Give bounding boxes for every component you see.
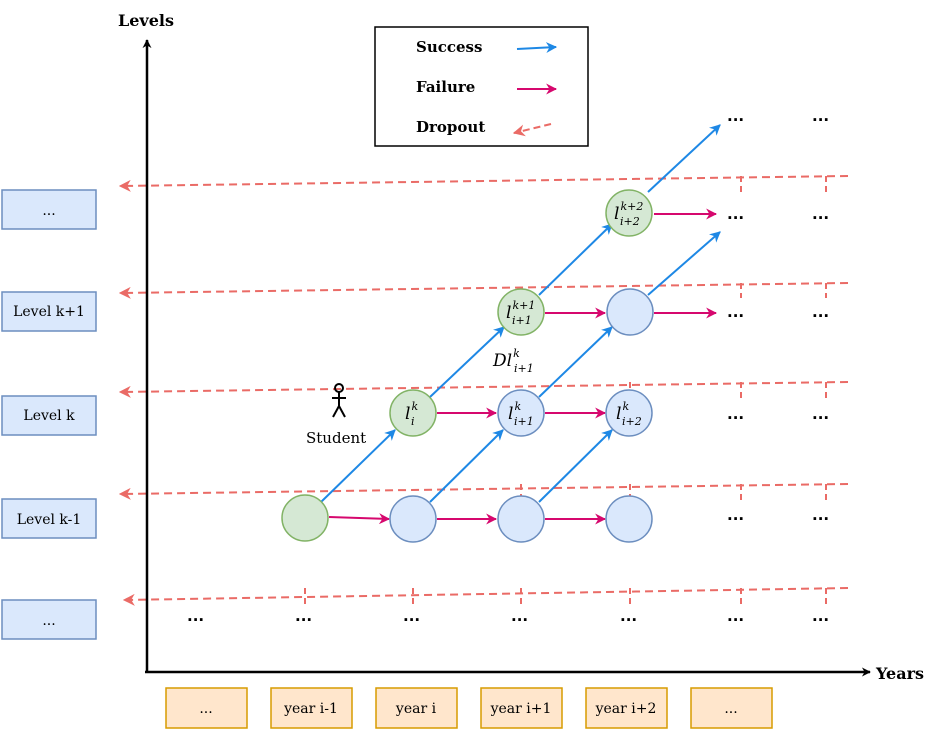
label-dl-i1-k: Dlk i+1 [492,344,534,375]
ellipses: ... ... ... ... ... ... ... ... ... ... … [187,107,829,625]
year-boxes: ... year i-1 year i year i+1 year i+2 ..… [165,687,773,729]
nodes [281,189,654,543]
level-boxes: ... Level k+1 Level k Level k-1 ... [1,189,97,640]
year-box-label: year i+2 [595,701,657,717]
dropout-line [118,175,849,192]
dropout-line [118,483,849,500]
ellipsis: ... [812,405,829,423]
legend-dropout-arrow [512,123,552,137]
label-l-i1-k: lk i+1 [508,397,534,428]
ellipsis: ... [187,607,204,625]
ellipsis: ... [727,607,744,625]
ellipsis: ... [812,607,829,625]
success-arrow [538,223,613,296]
dropout-line [118,381,849,398]
dropout-lines [118,175,849,606]
dropout-line [122,587,849,606]
node-start [281,494,329,542]
success-arrow [429,326,505,398]
label-l-i2-k: lk i+2 [616,397,642,428]
node-l-i1-k [497,389,545,437]
year-box-label: year i [395,701,437,717]
year-box [375,687,458,729]
node-l-i1-k1 [497,288,545,336]
ellipsis: ... [812,506,829,524]
ellipsis: ... [727,303,744,321]
success-arrow [538,326,613,398]
failure-arrow [328,513,391,525]
legend-dropout-label: Dropout [416,118,485,136]
level-box-label: ... [42,613,55,629]
year-box-label: year i-1 [283,701,338,717]
year-box-label: year i+1 [490,701,552,717]
label-l-i-k: lk i [405,397,422,428]
node-level-km1-year-i1 [497,495,545,543]
success-arrow [538,429,613,503]
ellipsis: ... [295,607,312,625]
level-box-label: Level k [23,408,75,424]
year-box [585,687,668,729]
ellipsis: ... [511,607,528,625]
ellipsis: ... [812,107,829,125]
year-box [690,687,773,729]
failure-arrows [328,208,718,525]
ellipsis: ... [812,205,829,223]
legend-success-arrow [516,42,558,53]
level-box-label: Level k+1 [13,304,85,320]
level-box [1,189,97,230]
node-l-i2-k2 [605,189,653,237]
legend: Success Failure Dropout [374,26,589,147]
legend-failure-label: Failure [416,78,475,96]
y-axis-title: Levels [118,11,174,30]
year-box [165,687,248,729]
ellipsis: ... [727,405,744,423]
level-box [1,291,97,332]
level-box [1,599,97,640]
success-arrows [320,124,721,503]
student-label: Student [306,429,366,447]
legend-success-label: Success [416,38,482,56]
ellipsis: ... [727,107,744,125]
node-level-km1-year-i2 [605,495,653,543]
ellipsis: ... [812,303,829,321]
level-box-label: Level k-1 [17,512,82,528]
success-arrow [647,124,721,193]
success-arrow [320,429,396,503]
ellipsis: ... [727,205,744,223]
level-box [1,395,97,436]
x-axis-title: Years [875,664,924,683]
level-box [1,498,97,539]
level-box-label: ... [42,203,55,219]
success-arrow [429,429,504,503]
success-arrow [647,231,721,296]
ellipsis: ... [620,607,637,625]
node-l-i2-k [605,389,653,437]
dropout-line [118,282,849,299]
year-box [480,687,563,729]
node-l-i-k [389,389,437,437]
ellipsis: ... [403,607,420,625]
label-l-i1-k1: lk+1 i+1 [506,296,539,327]
year-box [270,687,353,729]
node-level-km1-year-i [389,495,437,543]
year-box-label: ... [199,701,212,717]
year-box-label: ... [724,701,737,717]
node-labels: lk i lk i+1 lk i+2 lk+1 i+1 lk+2 i+2 Dlk… [405,197,647,428]
label-l-i2-k2: lk+2 i+2 [614,197,647,228]
student-icon [332,383,346,418]
ellipsis: ... [727,506,744,524]
node-level-k1-year-i2 [606,288,654,336]
dropout-ticks [304,176,827,606]
